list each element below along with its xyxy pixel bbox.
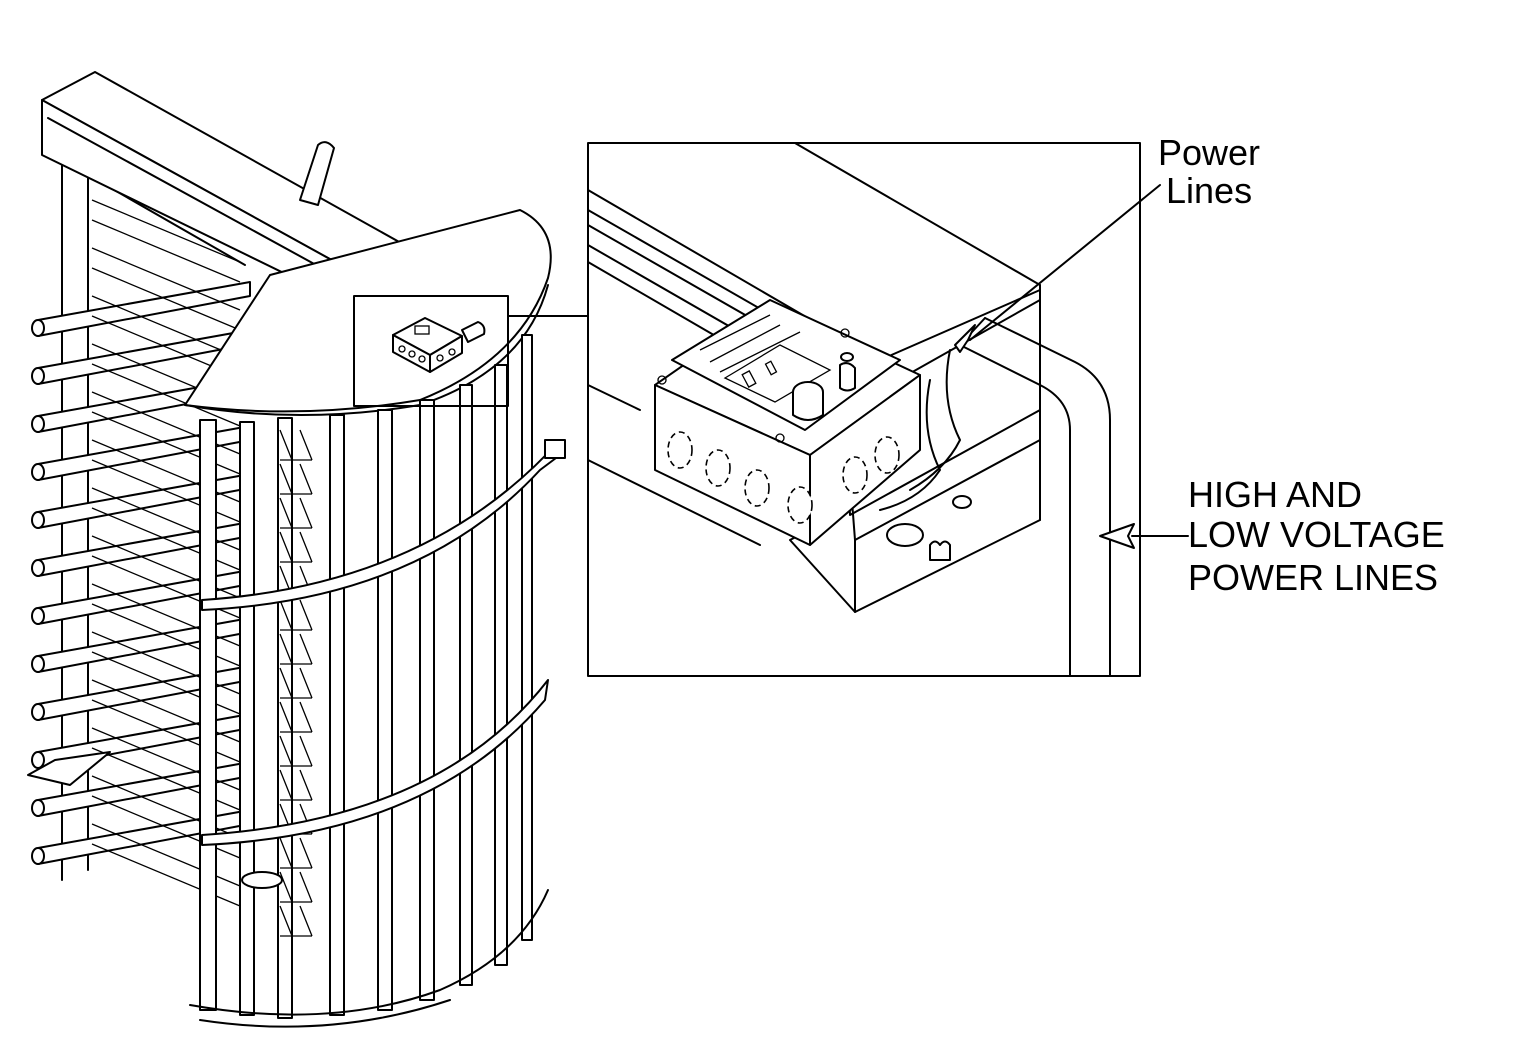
lattice-strut — [279, 905, 293, 937]
lattice-strut — [279, 633, 293, 665]
lattice-strut — [299, 769, 313, 801]
lattice-strut — [299, 701, 313, 733]
hatch-line — [91, 199, 241, 263]
cage-bands — [189, 439, 566, 1028]
power-lines-leader — [969, 184, 1161, 341]
lattice-strut — [279, 701, 293, 733]
rotor-shaft — [299, 141, 335, 206]
lattice-strut — [299, 735, 313, 767]
lattice-strut — [299, 531, 313, 563]
power-lines-label-line2: Lines — [1166, 170, 1252, 211]
cage-bar — [419, 399, 435, 1001]
turnstile-illustration — [27, 71, 566, 1028]
cage-bar — [199, 419, 217, 1011]
lattice-strut — [299, 837, 313, 869]
control-box-small — [392, 317, 486, 373]
barrier-arm — [31, 473, 251, 529]
cage-bar — [277, 417, 293, 1019]
detail-view — [587, 142, 1141, 677]
hv-lv-arrowhead — [1099, 523, 1135, 549]
lattice-strut — [279, 429, 293, 461]
hatch-line — [91, 219, 241, 283]
lattice-strut — [299, 497, 313, 529]
barrier-arm — [31, 425, 251, 481]
hv-lv-label-line2: LOW VOLTAGE — [1188, 514, 1445, 555]
barrier-arm — [31, 617, 251, 673]
hv-lv-label-line3: POWER LINES — [1188, 557, 1438, 598]
lattice-strut — [299, 905, 313, 937]
lattice-strut — [279, 667, 293, 699]
hatch-line — [91, 247, 241, 311]
detail-marker — [353, 295, 509, 407]
detail-conduit — [879, 317, 1111, 677]
hatch-line — [91, 295, 241, 359]
power-lines-label-line1: Power — [1158, 132, 1260, 173]
floor-bracket — [27, 751, 283, 889]
power-lines-arrowhead — [954, 324, 976, 353]
lattice-strut — [299, 429, 313, 461]
lattice-strut — [279, 871, 293, 903]
lattice-strut — [299, 871, 313, 903]
callout-hv-lv: HIGH AND LOW VOLTAGE POWER LINES — [1099, 474, 1445, 598]
barrier-arm — [31, 281, 251, 337]
lattice-strut — [299, 633, 313, 665]
lattice-strut — [299, 667, 313, 699]
cage-bar — [494, 364, 508, 966]
lattice-strut — [279, 769, 293, 801]
barrier-arm — [31, 569, 251, 625]
hatch-line — [91, 363, 241, 427]
cage-bar — [377, 409, 393, 1011]
hv-lv-label-line1: HIGH AND — [1188, 474, 1362, 515]
lattice-strut — [299, 463, 313, 495]
cage-bar — [459, 384, 473, 986]
lattice-strut — [279, 531, 293, 563]
cage-bar — [329, 414, 345, 1016]
lattice-strut — [279, 837, 293, 869]
cage-bar — [239, 421, 255, 1016]
hatch-line — [91, 267, 241, 331]
detail-junction-box — [654, 299, 921, 546]
lattice-strut — [279, 599, 293, 631]
lattice-strut — [279, 497, 293, 529]
barrier-arm — [31, 521, 251, 577]
callout-power-lines: Power Lines — [954, 132, 1260, 353]
cage-bars — [199, 334, 533, 1019]
barrier-arm — [31, 665, 251, 721]
hatch-line — [91, 843, 241, 907]
cage-bar — [521, 334, 533, 941]
lattice-strut — [279, 735, 293, 767]
lattice-strut — [279, 463, 293, 495]
lattice-strut — [299, 599, 313, 631]
